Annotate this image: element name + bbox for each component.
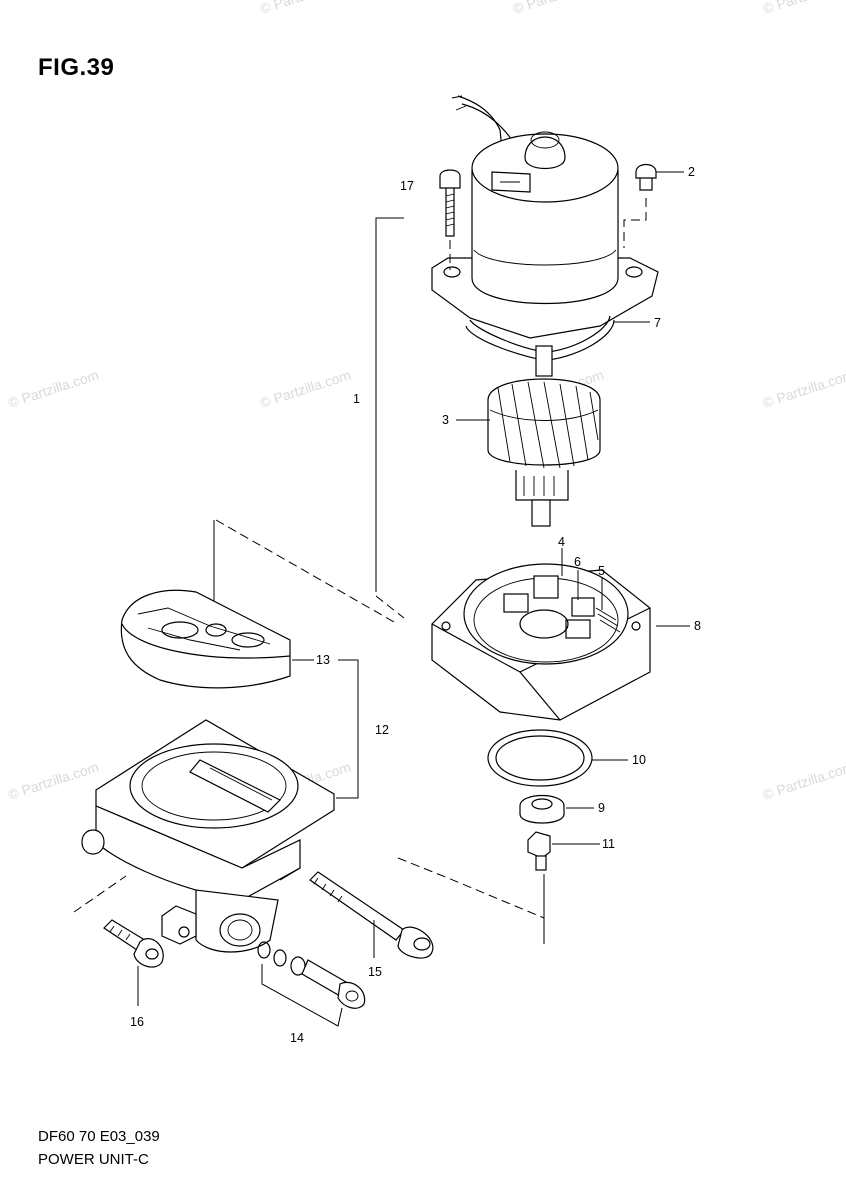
o-ring-part-10 [487,729,628,787]
callout-1: 1 [353,392,360,406]
callout-9: 9 [598,801,605,815]
guide-line-dash [397,857,545,919]
callout-16: 16 [130,1015,144,1029]
bolt-part-17 [439,169,461,270]
watermark: © Partzilla.com [6,758,101,802]
watermark: © Partzilla.com [761,366,846,410]
brush-holder-part-8 [431,548,690,721]
cover-plate-part-13 [120,589,314,689]
watermark: © Partzilla.com [258,0,353,17]
watermark-group: © Partzilla.com © Partzilla.com © Partzi… [6,0,846,803]
watermark: © Partzilla.com [761,0,846,17]
screw-part-2 [623,163,684,248]
callout-14: 14 [290,1031,304,1045]
callout-10: 10 [632,753,646,767]
guide-line-dash [73,875,127,913]
callout-7: 7 [654,316,661,330]
watermark: © Partzilla.com [258,366,353,410]
callout-8: 8 [694,619,701,633]
callout-11: 11 [602,837,615,851]
watermark: © Partzilla.com [6,366,101,410]
pump-housing [81,719,335,953]
figure-code: DF60 70 E03_039 [38,1128,160,1145]
figure-caption: POWER UNIT-C [38,1151,149,1168]
callout-2: 2 [688,165,695,179]
bolt-part-16 [103,919,164,1006]
callout-labels: 1 2 3 4 5 6 7 8 9 10 11 12 13 14 15 16 1… [130,165,701,1045]
guide-line-part-1 [375,217,404,592]
guide-line-dash [375,595,405,619]
callout-4: 4 [558,535,565,549]
callout-5: 5 [598,564,605,578]
callout-6: 6 [574,555,581,569]
guide-line-part-12 [336,659,359,799]
figure-title: FIG.39 [38,54,115,81]
pin-part-11 [527,831,600,871]
callout-15: 15 [368,965,382,979]
bushing-part-9 [519,795,594,824]
callout-12: 12 [375,723,389,737]
valve-part-14 [257,941,366,1027]
armature-part-3 [456,345,601,527]
motor-housing [431,95,659,339]
watermark: © Partzilla.com [761,758,846,802]
watermark: © Partzilla.com [511,0,606,17]
guide-line-dash [215,519,395,623]
bolt-part-15 [309,871,434,959]
callout-17: 17 [400,179,414,193]
callout-3: 3 [442,413,449,427]
callout-13: 13 [316,653,330,667]
